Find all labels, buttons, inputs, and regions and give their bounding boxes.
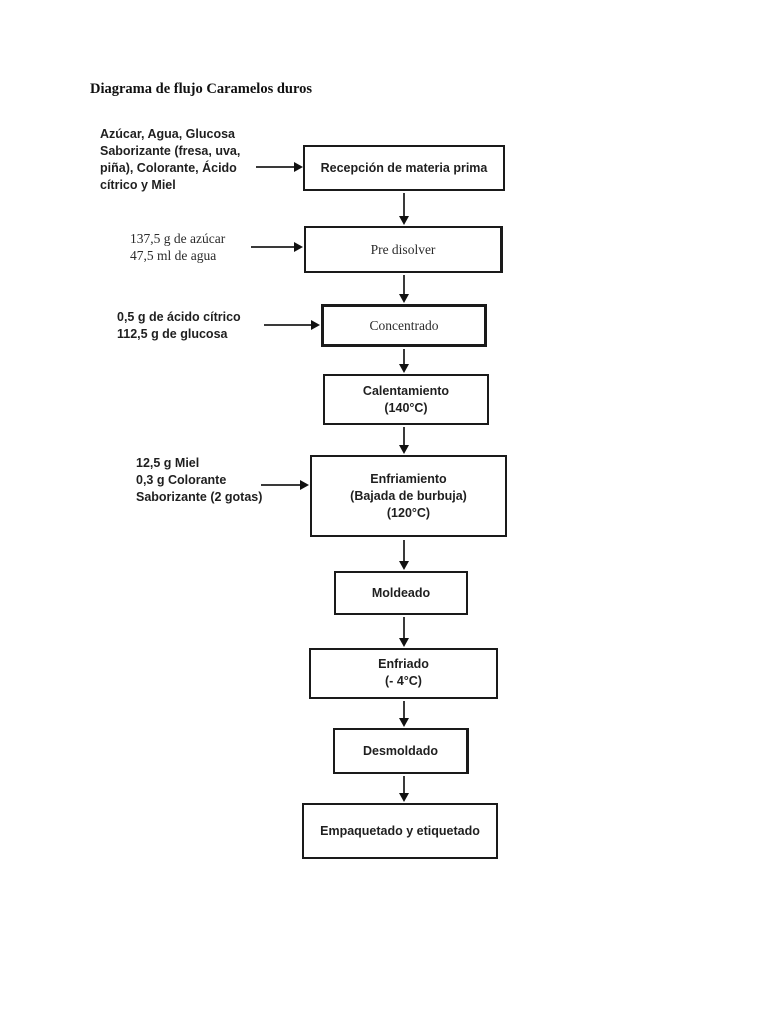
down-arrow-icon bbox=[398, 275, 410, 303]
arrow-shaft bbox=[403, 193, 405, 216]
right-arrow-icon bbox=[251, 241, 303, 253]
flow-step-concentrado: Concentrado bbox=[321, 304, 487, 347]
arrow-shaft bbox=[251, 246, 294, 248]
right-arrow-icon bbox=[256, 161, 303, 173]
input-label-azucar-agua: 137,5 g de azúcar 47,5 ml de agua bbox=[130, 231, 225, 264]
page-title: Diagrama de flujo Caramelos duros bbox=[90, 81, 313, 97]
input-label-line: 0,3 g Colorante bbox=[136, 473, 227, 487]
input-label-line: Saborizante (2 gotas) bbox=[136, 490, 263, 504]
arrow-head bbox=[294, 242, 303, 252]
input-label-miel-colorante: 12,5 g Miel 0,3 g Colorante Saborizante … bbox=[136, 455, 262, 506]
input-label-line: piña), Colorante, Ácido bbox=[100, 161, 237, 175]
step-label-line: Recepción de materia prima bbox=[320, 160, 488, 175]
input-label-line: cítrico y Miel bbox=[100, 178, 176, 192]
step-label-line: Moldeado bbox=[371, 585, 431, 600]
arrow-head bbox=[300, 480, 309, 490]
arrow-head bbox=[399, 364, 409, 373]
step-label-line: Empaquetado y etiquetado bbox=[320, 823, 480, 838]
step-label-line: Enfriado bbox=[378, 657, 429, 671]
arrow-head bbox=[399, 445, 409, 454]
arrow-shaft bbox=[256, 166, 294, 168]
down-arrow-icon bbox=[398, 349, 410, 373]
arrow-shaft bbox=[264, 324, 311, 326]
input-label-line: 112,5 g de glucosa bbox=[117, 327, 228, 341]
arrow-shaft bbox=[403, 701, 405, 718]
step-label-line: Calentamiento bbox=[362, 383, 450, 398]
input-label-line: 137,5 g de azúcar bbox=[130, 231, 226, 246]
input-label-line: 47,5 ml de agua bbox=[130, 247, 217, 263]
flow-step-enfriado: Enfriado (- 4°C) bbox=[309, 648, 498, 699]
arrow-head bbox=[399, 561, 409, 570]
step-label-line: Enfriamiento bbox=[370, 471, 447, 486]
arrow-shaft bbox=[403, 349, 405, 364]
arrow-shaft bbox=[403, 776, 405, 793]
down-arrow-icon bbox=[398, 617, 410, 647]
flow-step-calentamiento: Calentamiento (140°C) bbox=[323, 374, 489, 425]
arrow-shaft bbox=[403, 540, 405, 561]
arrow-shaft bbox=[403, 427, 405, 445]
down-arrow-icon bbox=[398, 540, 410, 570]
arrow-head bbox=[399, 793, 409, 802]
arrow-head bbox=[294, 162, 303, 172]
right-arrow-icon bbox=[264, 319, 320, 331]
step-label-line: (- 4°C) bbox=[385, 674, 422, 688]
flow-step-moldeado: Moldeado bbox=[334, 571, 468, 615]
arrow-shaft bbox=[261, 484, 300, 486]
down-arrow-icon bbox=[398, 427, 410, 454]
arrow-head bbox=[399, 718, 409, 727]
step-label-line: Concentrado bbox=[369, 318, 439, 333]
arrow-head bbox=[399, 216, 409, 225]
arrow-head bbox=[311, 320, 320, 330]
arrow-shaft bbox=[403, 275, 405, 294]
step-label-line: (120°C) bbox=[386, 505, 431, 520]
step-label-line: Desmoldado bbox=[362, 743, 438, 758]
input-label-ingredientes: Azúcar, Agua, Glucosa Saborizante (fresa… bbox=[100, 126, 240, 194]
flow-step-empaquetado-y-etiquetado: Empaquetado y etiquetado bbox=[302, 803, 498, 859]
arrow-shaft bbox=[403, 617, 405, 638]
step-label-line: (140°C) bbox=[384, 400, 428, 415]
step-label-line: (Bajada de burbuja) bbox=[350, 488, 467, 503]
input-label-line: 12,5 g Miel bbox=[136, 456, 200, 470]
down-arrow-icon bbox=[398, 701, 410, 727]
step-label-line: Pre disolver bbox=[370, 242, 436, 257]
flow-step-recepcion-de-materia-prima: Recepción de materia prima bbox=[303, 145, 505, 191]
input-label-line: 0,5 g de ácido cítrico bbox=[117, 310, 241, 324]
flow-step-desmoldado: Desmoldado bbox=[333, 728, 469, 774]
arrow-head bbox=[399, 294, 409, 303]
flow-step-enfriamiento: Enfriamiento (Bajada de burbuja) (120°C) bbox=[310, 455, 507, 537]
flow-step-pre-disolver: Pre disolver bbox=[304, 226, 503, 273]
down-arrow-icon bbox=[398, 193, 410, 225]
down-arrow-icon bbox=[398, 776, 410, 802]
input-label-line: Saborizante (fresa, uva, bbox=[100, 144, 241, 158]
arrow-head bbox=[399, 638, 409, 647]
input-label-line: Azúcar, Agua, Glucosa bbox=[100, 127, 235, 141]
input-label-acido-glucosa: 0,5 g de ácido cítrico 112,5 g de glucos… bbox=[117, 309, 241, 343]
right-arrow-icon bbox=[261, 479, 309, 491]
